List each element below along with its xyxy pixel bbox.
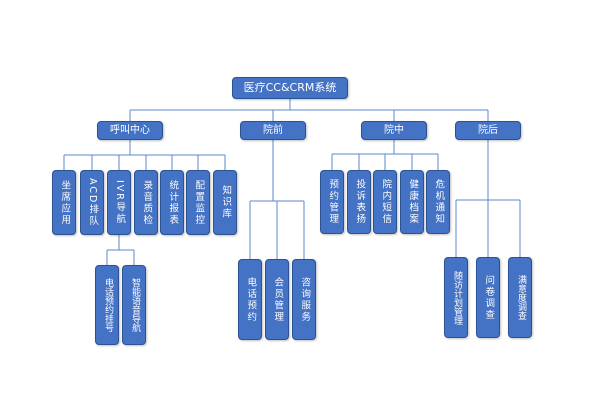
node-complaint-praise: 投诉表扬 <box>347 170 371 234</box>
node-phone-booking: 电话预约 <box>238 259 262 340</box>
branch-pre-hospital: 院前 <box>240 121 306 140</box>
node-smart-voice-nav: 智能语音导航 <box>122 265 146 345</box>
node-followup-plan: 随访计划管理 <box>444 257 468 338</box>
node-in-hospital-sms: 院内短信 <box>373 170 397 234</box>
branch-post-hospital: 院后 <box>455 121 521 140</box>
node-crisis-notice: 危机通知 <box>426 170 450 234</box>
root-node: 医疗CC&CRM系统 <box>232 77 348 99</box>
branch-in-hospital: 院中 <box>361 121 427 140</box>
node-ivr-nav: IVR导航 <box>107 170 131 235</box>
node-satisfaction-survey: 满意度调查 <box>508 257 532 338</box>
node-config-monitor: 配置监控 <box>186 170 210 235</box>
node-acd-queue: ACD排队 <box>80 170 104 235</box>
node-seat-app: 坐席应用 <box>52 170 76 235</box>
node-appointment-mgmt: 预约管理 <box>320 170 344 234</box>
branch-call-center: 呼叫中心 <box>97 121 163 140</box>
node-recording-qc: 录音质检 <box>134 170 158 235</box>
node-questionnaire: 问卷调查 <box>476 257 500 338</box>
node-knowledge-base: 知识库 <box>213 170 237 235</box>
node-health-record: 健康档案 <box>400 170 424 234</box>
node-phone-appointment-reg: 电话预约挂号 <box>95 265 119 345</box>
node-statistics: 统计报表 <box>160 170 184 235</box>
node-member-mgmt: 会员管理 <box>265 259 289 340</box>
node-consult-service: 咨询服务 <box>292 259 316 340</box>
